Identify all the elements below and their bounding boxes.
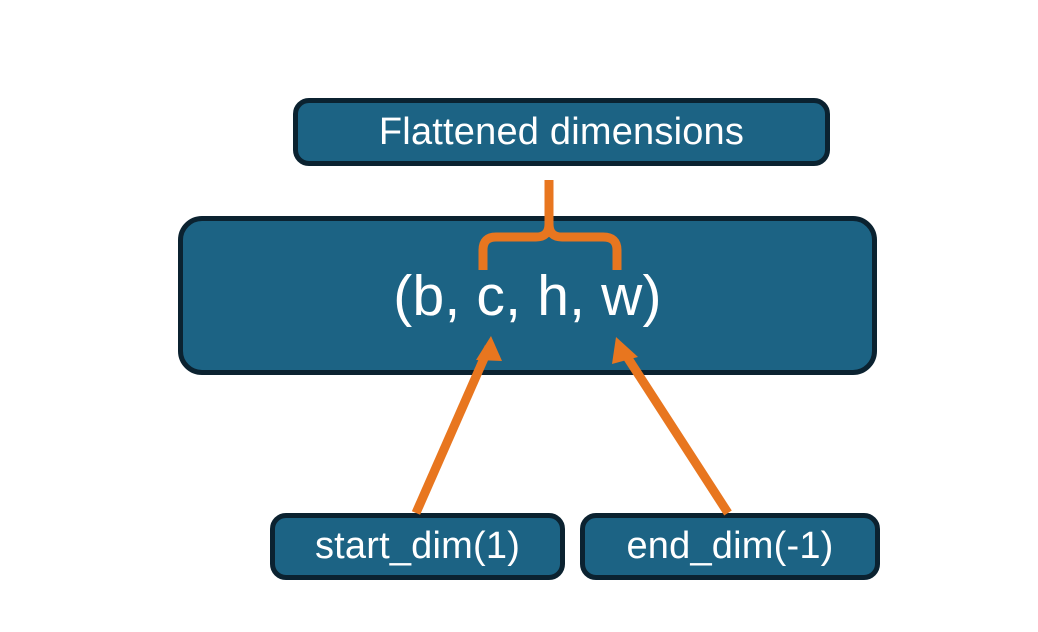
node-end-dim[interactable]: end_dim(-1) — [580, 513, 880, 580]
node-tensor-shape[interactable]: (b, c, h, w) — [178, 216, 877, 375]
node-start-dim[interactable]: start_dim(1) — [270, 513, 565, 580]
node-flattened-dimensions-label: Flattened dimensions — [378, 110, 745, 153]
node-tensor-shape-label: (b, c, h, w) — [393, 263, 662, 328]
node-start-dim-label: start_dim(1) — [314, 525, 521, 567]
node-end-dim-label: end_dim(-1) — [626, 525, 834, 567]
node-flattened-dimensions[interactable]: Flattened dimensions — [293, 98, 830, 166]
